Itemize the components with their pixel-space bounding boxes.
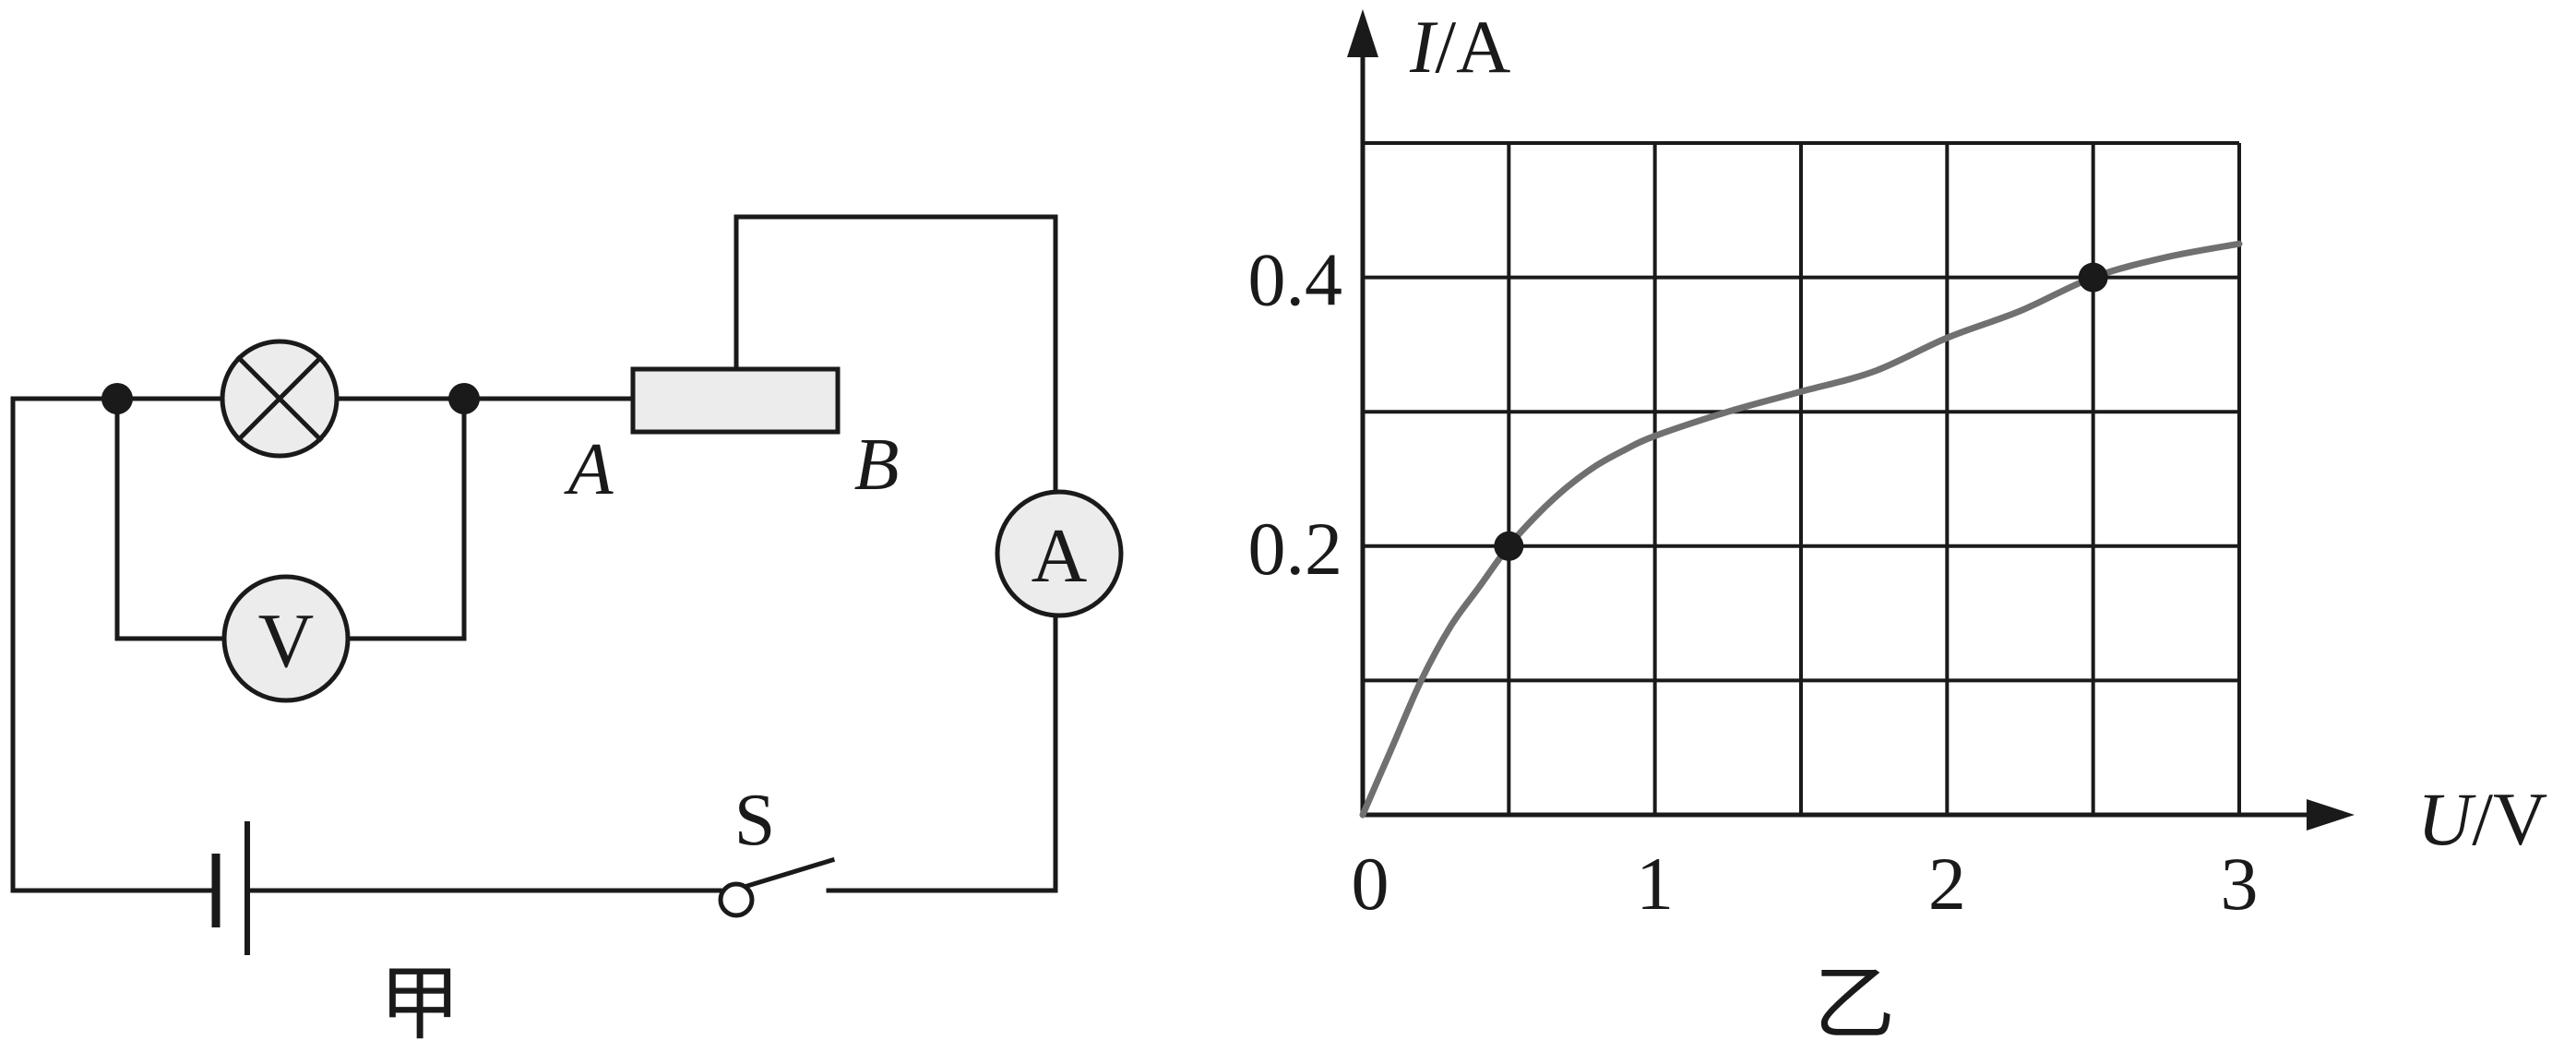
y-axis-unit: A	[1456, 5, 1510, 89]
switch-icon	[718, 856, 836, 918]
x-axis-unit: V	[2493, 777, 2547, 861]
x-axis-variable: U	[2417, 777, 2476, 861]
y-tick-labels: 0.2 0.4	[1248, 238, 1343, 591]
origin-label: 0	[1352, 842, 1389, 926]
x-axis-label: U/V	[2417, 777, 2547, 861]
ammeter-icon: A	[995, 489, 1124, 618]
circuit-diagram: V A B A S 甲	[10, 214, 1124, 1050]
x-tick-label: 1	[1636, 842, 1674, 926]
series-curve	[1359, 240, 2243, 819]
y-tick-label: 0.4	[1248, 238, 1343, 322]
y-axis-label: I/A	[1409, 5, 1510, 89]
data-points	[1494, 262, 2108, 561]
rheostat-end-b-label: B	[854, 424, 900, 506]
circuit-caption: 甲	[379, 961, 460, 1050]
chart-grid	[1363, 141, 2241, 815]
x-tick-label: 3	[2221, 842, 2259, 926]
x-tick-labels: 1 2 3	[1636, 842, 2258, 926]
voltmeter-label: V	[258, 598, 315, 684]
x-axis-separator: /	[2472, 777, 2493, 861]
switch-label: S	[734, 780, 776, 861]
junction-dot-right	[448, 383, 480, 414]
battery-icon	[211, 821, 250, 955]
rheostat-body	[630, 366, 841, 435]
chart-caption: 乙	[1814, 961, 1895, 1050]
x-tick-label: 2	[1928, 842, 1966, 926]
ammeter-label: A	[1032, 513, 1088, 599]
junction-dot-left	[101, 383, 133, 414]
y-axis-separator: /	[1435, 5, 1456, 89]
y-axis-arrow-icon	[1347, 9, 1378, 57]
x-axis-arrow-icon	[2307, 799, 2355, 831]
data-point	[1494, 531, 1524, 561]
voltmeter-icon: V	[221, 574, 351, 703]
rheostat-end-a-label: A	[564, 429, 614, 510]
y-axis-variable: I	[1409, 5, 1438, 89]
data-point	[2078, 262, 2108, 293]
lamp-icon	[220, 339, 340, 459]
y-tick-label: 0.2	[1248, 507, 1343, 591]
